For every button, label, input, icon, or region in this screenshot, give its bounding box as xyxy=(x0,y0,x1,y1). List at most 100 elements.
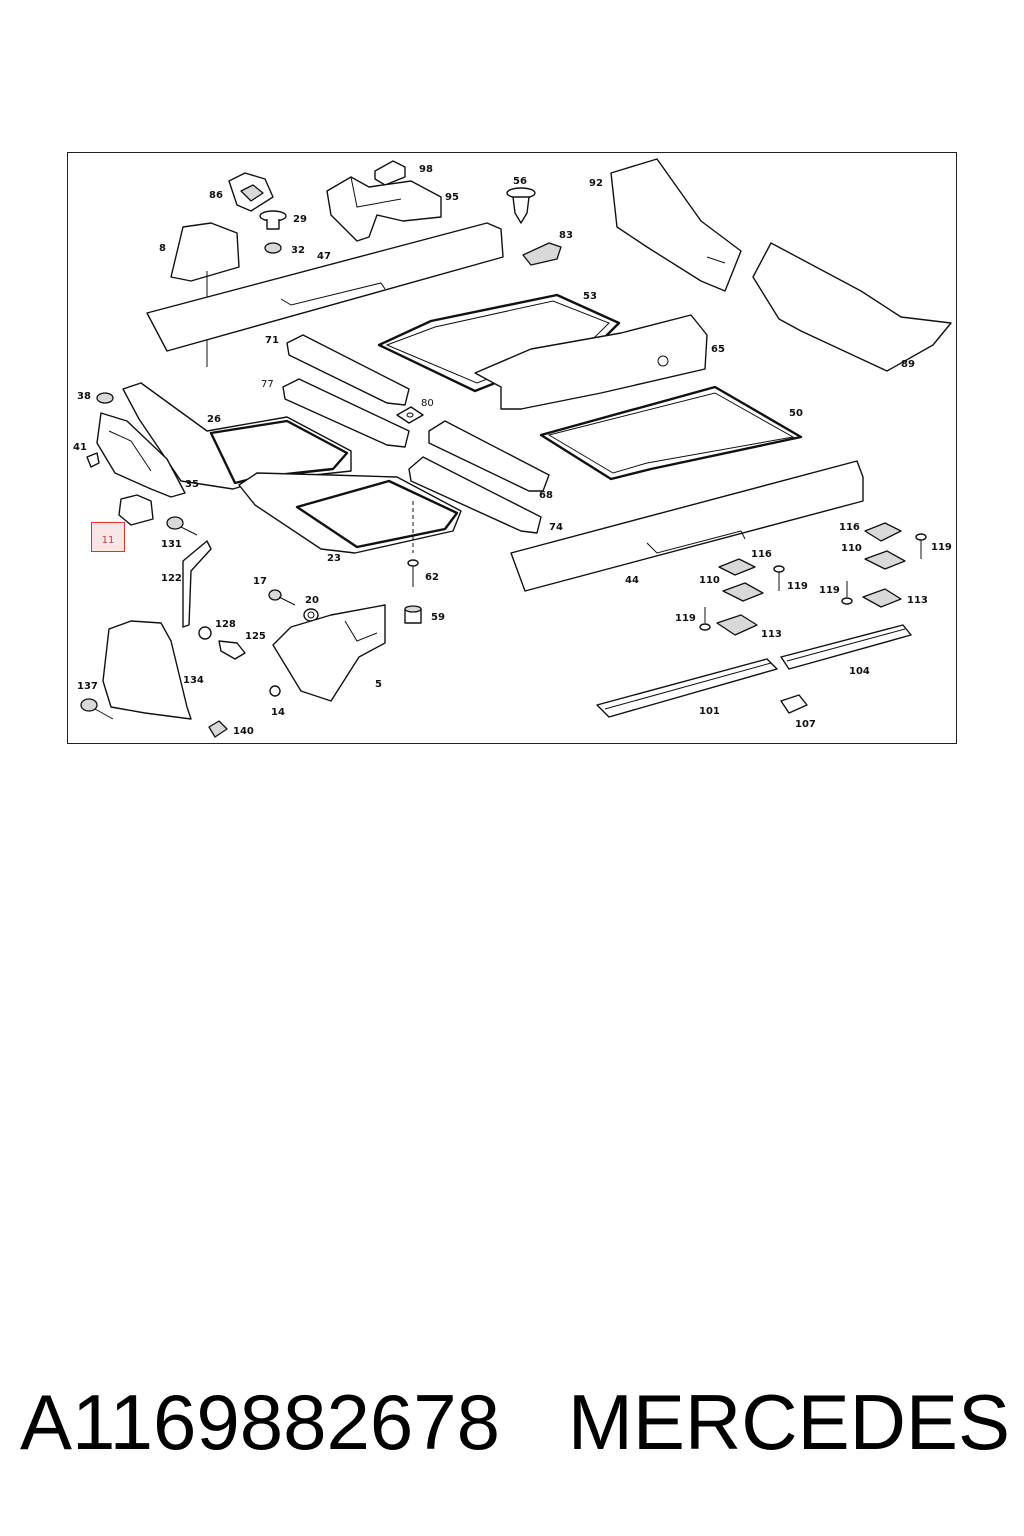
callout-14: 14 xyxy=(271,707,285,718)
part-125 xyxy=(218,640,246,660)
callout-104: 104 xyxy=(849,666,870,677)
callout-98: 98 xyxy=(419,164,433,175)
part-50 xyxy=(539,385,803,481)
callout-119-b: 119 xyxy=(675,613,696,624)
part-116-right xyxy=(864,522,902,542)
callout-5: 5 xyxy=(375,679,382,690)
callout-20: 20 xyxy=(305,595,319,606)
highlight-label: 11 xyxy=(101,535,115,546)
callout-137: 137 xyxy=(77,681,98,692)
callout-128: 128 xyxy=(215,619,236,630)
callout-62: 62 xyxy=(425,572,439,583)
part-86 xyxy=(228,172,274,212)
parts-diagram: 98 86 95 56 92 29 32 47 8 83 53 71 65 89… xyxy=(73,158,952,738)
part-110-left xyxy=(722,582,764,602)
callout-92: 92 xyxy=(589,178,603,189)
part-119-c xyxy=(915,533,927,559)
part-17 xyxy=(268,589,296,606)
part-110-right xyxy=(864,550,906,570)
callout-71: 71 xyxy=(265,335,279,346)
part-47 xyxy=(146,222,504,352)
part-95 xyxy=(326,176,442,242)
part-5 xyxy=(272,604,386,702)
parts-diagram-frame: 98 86 95 56 92 29 32 47 8 83 53 71 65 89… xyxy=(67,152,957,744)
callout-116-left: 116 xyxy=(751,549,772,560)
callout-119-c: 119 xyxy=(931,542,952,553)
part-83 xyxy=(522,242,562,266)
callout-122: 122 xyxy=(161,573,182,584)
part-caption: A1169882678 MERCEDES xyxy=(20,1372,1010,1472)
callout-17: 17 xyxy=(253,576,267,587)
brand-name: MERCEDES xyxy=(567,1377,1010,1466)
part-119-a xyxy=(773,565,785,591)
part-35 xyxy=(96,412,186,498)
callout-113-left: 113 xyxy=(761,629,782,640)
part-101 xyxy=(596,658,778,718)
part-number: A1169882678 xyxy=(20,1377,501,1466)
callout-59: 59 xyxy=(431,612,445,623)
callout-26: 26 xyxy=(207,414,221,425)
part-11 xyxy=(118,494,154,526)
callout-119-d: 119 xyxy=(819,585,840,596)
part-71 xyxy=(286,334,410,406)
callout-44: 44 xyxy=(625,575,639,586)
callout-74: 74 xyxy=(549,522,563,533)
part-89 xyxy=(752,242,952,372)
callout-29: 29 xyxy=(293,214,307,225)
callout-77: 77 xyxy=(261,379,274,390)
part-65 xyxy=(474,314,708,410)
part-113-right xyxy=(862,588,902,608)
part-20 xyxy=(303,608,319,622)
callout-8: 8 xyxy=(159,243,166,254)
part-59 xyxy=(404,605,422,624)
callout-23: 23 xyxy=(327,553,341,564)
part-32 xyxy=(264,242,282,254)
part-29 xyxy=(259,210,287,230)
callout-86: 86 xyxy=(209,190,223,201)
part-44 xyxy=(510,460,864,592)
callout-65: 65 xyxy=(711,344,725,355)
callout-101: 101 xyxy=(699,706,720,717)
part-104 xyxy=(780,624,912,670)
callout-56: 56 xyxy=(513,176,527,187)
part-77 xyxy=(282,378,410,448)
highlighted-part-11[interactable]: 11 xyxy=(91,522,125,552)
part-119-b xyxy=(699,607,711,631)
callout-35: 35 xyxy=(185,479,199,490)
part-53 xyxy=(377,293,621,393)
part-38 xyxy=(96,392,114,404)
callout-140: 140 xyxy=(233,726,254,737)
part-128 xyxy=(198,626,212,640)
callout-41: 41 xyxy=(73,442,87,453)
part-80 xyxy=(396,406,424,424)
callout-32: 32 xyxy=(291,245,305,256)
part-113-left xyxy=(716,614,758,636)
callout-134: 134 xyxy=(183,675,204,686)
callout-38: 38 xyxy=(77,391,91,402)
callout-95: 95 xyxy=(445,192,459,203)
part-41 xyxy=(86,452,100,468)
callout-116-right: 116 xyxy=(839,522,860,533)
part-116-left xyxy=(718,558,756,576)
part-14 xyxy=(269,685,281,697)
callout-80: 80 xyxy=(421,398,434,409)
callout-47: 47 xyxy=(317,251,331,262)
callout-119-a: 119 xyxy=(787,581,808,592)
part-131 xyxy=(166,516,198,536)
callout-83: 83 xyxy=(559,230,573,241)
callout-131: 131 xyxy=(161,539,182,550)
part-74 xyxy=(408,456,542,534)
part-122 xyxy=(182,540,212,628)
callout-110-left: 110 xyxy=(699,575,720,586)
part-68 xyxy=(428,420,550,492)
part-140 xyxy=(208,720,228,738)
part-134 xyxy=(102,620,192,720)
callout-125: 125 xyxy=(245,631,266,642)
part-23 xyxy=(238,472,462,554)
part-92 xyxy=(610,158,742,292)
part-62 xyxy=(407,559,419,587)
callout-50: 50 xyxy=(789,408,803,419)
callout-110-right: 110 xyxy=(841,543,862,554)
callout-53: 53 xyxy=(583,291,597,302)
part-137 xyxy=(80,698,114,720)
